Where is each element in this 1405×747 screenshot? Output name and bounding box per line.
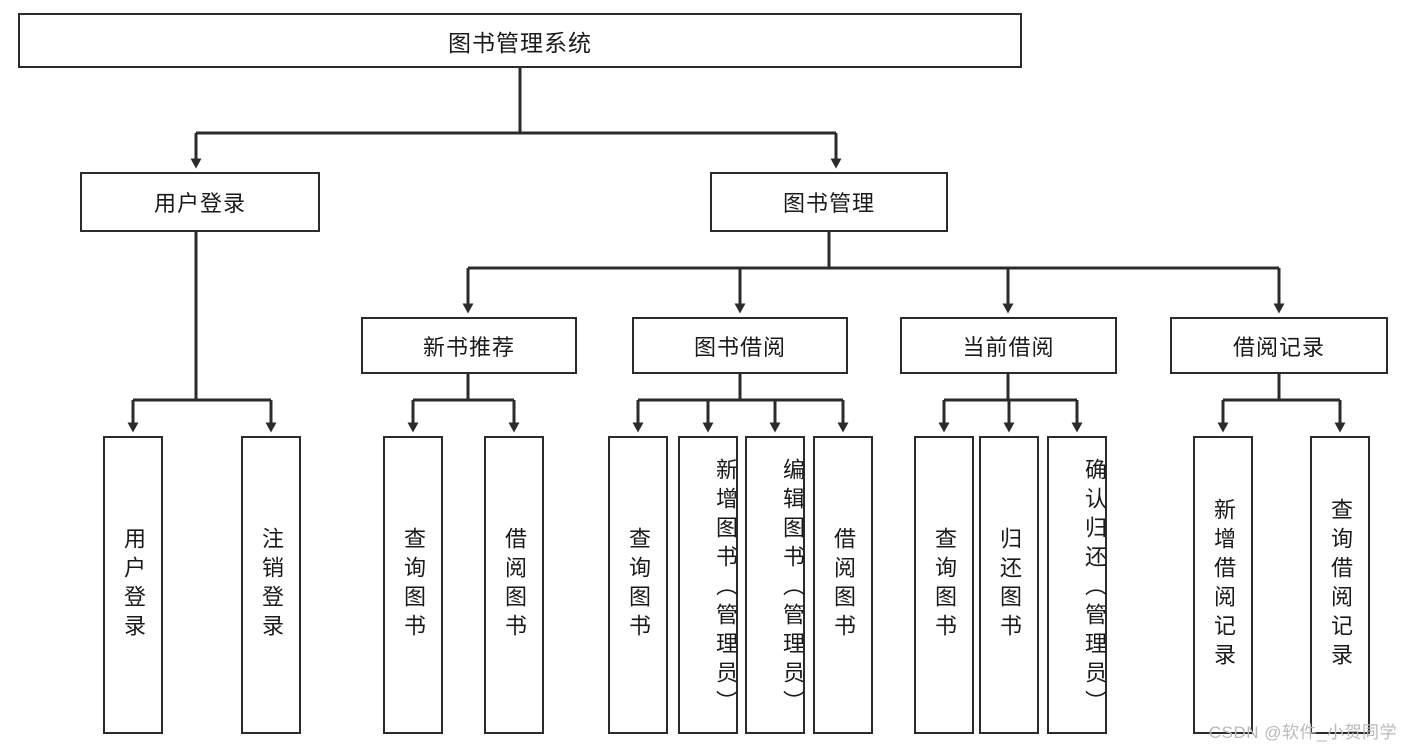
node-user-login[interactable]: 用户登录 bbox=[80, 172, 320, 232]
leaf-user-login-logout[interactable]: 注销登录 bbox=[241, 436, 301, 734]
node-label: 用户登录 bbox=[153, 191, 246, 216]
leaf-user-login-login[interactable]: 用户登录 bbox=[103, 436, 163, 734]
node-label: 当前借阅 bbox=[962, 334, 1055, 360]
node-book-borrow[interactable]: 图书借阅 bbox=[632, 317, 848, 374]
node-label: 图书管理系统 bbox=[448, 29, 592, 56]
watermark: CSDN @软件_小贺同学 bbox=[1208, 723, 1397, 742]
node-label: 注销登录 bbox=[259, 527, 284, 643]
leaf-recommend-query-book[interactable]: 查询图书 bbox=[383, 436, 443, 734]
node-label: 查询图书 bbox=[401, 527, 426, 643]
node-borrow-record[interactable]: 借阅记录 bbox=[1170, 317, 1388, 374]
node-label: 归还图书 bbox=[997, 527, 1022, 643]
node-label: 新书推荐 bbox=[422, 334, 515, 360]
leaf-borrow-borrow-book[interactable]: 借阅图书 bbox=[813, 436, 873, 734]
node-label: 新增图书（管理员） bbox=[713, 457, 738, 719]
node-book-management[interactable]: 图书管理 bbox=[710, 172, 948, 232]
node-label: 用户登录 bbox=[121, 527, 146, 643]
node-current-borrow[interactable]: 当前借阅 bbox=[900, 317, 1117, 374]
node-new-book-recommend[interactable]: 新书推荐 bbox=[361, 317, 577, 374]
node-root-system[interactable]: 图书管理系统 bbox=[18, 13, 1022, 68]
node-label: 借阅图书 bbox=[502, 527, 527, 643]
leaf-borrow-edit-book-admin[interactable]: 编辑图书（管理员） bbox=[745, 436, 805, 734]
node-label: 确认归还（管理员） bbox=[1082, 457, 1107, 719]
leaf-current-query-book[interactable]: 查询图书 bbox=[914, 436, 974, 734]
node-label: 图书管理 bbox=[782, 191, 875, 216]
node-label: 查询图书 bbox=[932, 527, 957, 643]
node-label: 编辑图书（管理员） bbox=[780, 457, 805, 719]
node-label: 借阅图书 bbox=[831, 527, 856, 643]
leaf-record-query-record[interactable]: 查询借阅记录 bbox=[1310, 436, 1370, 734]
node-label: 查询借阅记录 bbox=[1328, 498, 1353, 672]
leaf-borrow-add-book-admin[interactable]: 新增图书（管理员） bbox=[678, 436, 738, 734]
node-label: 图书借阅 bbox=[693, 334, 786, 360]
leaf-record-add-record[interactable]: 新增借阅记录 bbox=[1193, 436, 1253, 734]
node-label: 借阅记录 bbox=[1232, 334, 1325, 360]
node-label: 查询图书 bbox=[626, 527, 651, 643]
leaf-recommend-borrow-book[interactable]: 借阅图书 bbox=[484, 436, 544, 734]
leaf-borrow-query-book[interactable]: 查询图书 bbox=[608, 436, 668, 734]
leaf-current-return-book[interactable]: 归还图书 bbox=[979, 436, 1039, 734]
node-label: 新增借阅记录 bbox=[1211, 498, 1236, 672]
leaf-current-confirm-return-admin[interactable]: 确认归还（管理员） bbox=[1047, 436, 1107, 734]
